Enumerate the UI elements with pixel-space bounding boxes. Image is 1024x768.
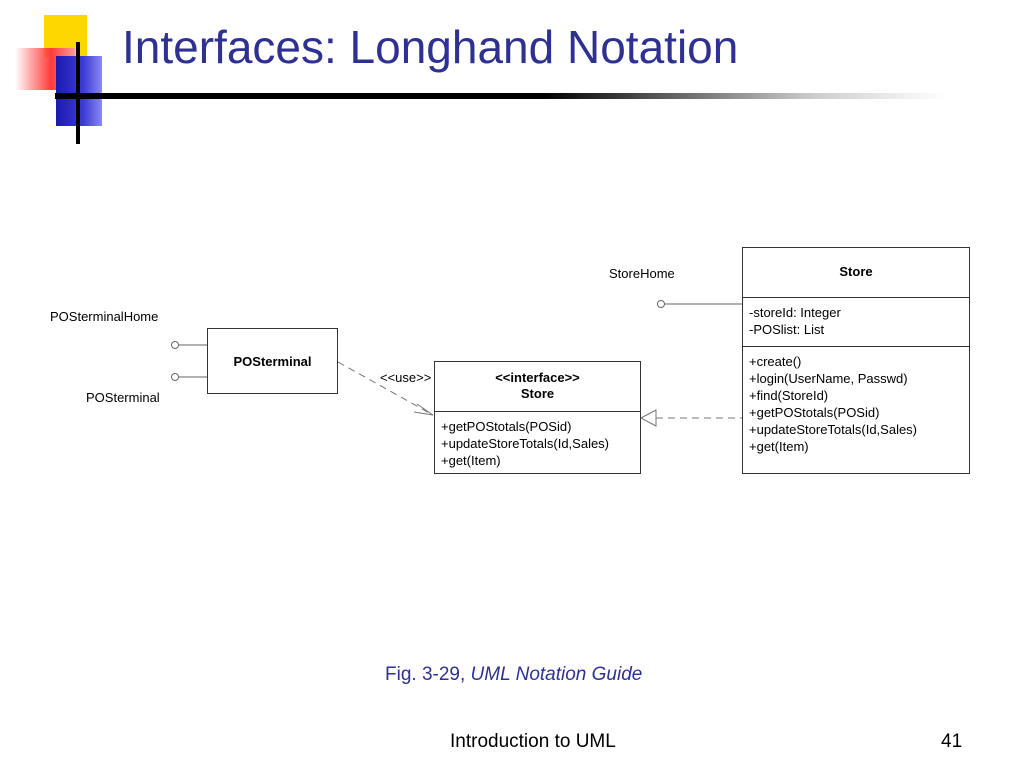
store-home-label: StoreHome (609, 266, 675, 281)
interface-operation: +getPOStotals(POSid) (441, 419, 572, 434)
posterminal-class-box: POSterminal (207, 328, 338, 394)
realization-triangle (639, 409, 657, 427)
interface-operation: +get(Item) (441, 453, 501, 468)
store-operations: +create() +login(UserName, Passwd) +find… (743, 346, 969, 458)
use-dependency-arrowhead (413, 403, 434, 416)
store-operation: +updateStoreTotals(Id,Sales) (749, 422, 918, 437)
posterminal-class-name: POSterminal (233, 354, 312, 369)
interface-stereotype: <<interface>> (495, 370, 580, 385)
interface-store-header: <<interface>> Store (435, 362, 640, 411)
posterminal-home-interface-circle (171, 341, 179, 349)
caption-source: UML Notation Guide (470, 664, 643, 685)
caption-prefix: Fig. 3-29, (385, 664, 471, 685)
footer-text: Introduction to UML (450, 731, 616, 752)
store-class-name: Store (839, 264, 873, 279)
store-operation: +find(StoreId) (749, 388, 829, 403)
store-operation: +login(UserName, Passwd) (749, 371, 908, 386)
posterminal-interface-label: POSterminal (86, 390, 160, 405)
slide-title: Interfaces: Longhand Notation (122, 21, 739, 73)
figure-caption: Fig. 3-29, UML Notation Guide (385, 664, 642, 686)
use-dependency-line (337, 361, 434, 416)
interface-store-class-box: <<interface>> Store +getPOStotals(POSid)… (434, 361, 641, 474)
posterminal-home-label: POSterminalHome (50, 309, 159, 324)
posterminal-interface-circle (171, 373, 179, 381)
store-attributes: -storeId: Integer -POSlist: List (743, 297, 969, 346)
store-attribute: -POSlist: List (749, 322, 825, 337)
store-class-header: Store (743, 248, 969, 297)
store-attribute: -storeId: Integer (749, 305, 841, 320)
store-operation: +get(Item) (749, 439, 809, 454)
interface-class-name: Store (520, 386, 555, 401)
corner-decoration (0, 0, 130, 150)
use-label: <<use>> (380, 370, 432, 385)
page-number: 41 (941, 731, 963, 752)
store-home-interface-circle (657, 300, 665, 308)
interface-operation: +updateStoreTotals(Id,Sales) (441, 436, 610, 451)
store-class-box: Store -storeId: Integer -POSlist: List +… (742, 247, 970, 474)
interface-operations: +getPOStotals(POSid) +updateStoreTotals(… (435, 411, 640, 472)
store-operation: +create() (749, 354, 802, 369)
store-operation: +getPOStotals(POSid) (749, 405, 880, 420)
title-underline (55, 93, 945, 99)
